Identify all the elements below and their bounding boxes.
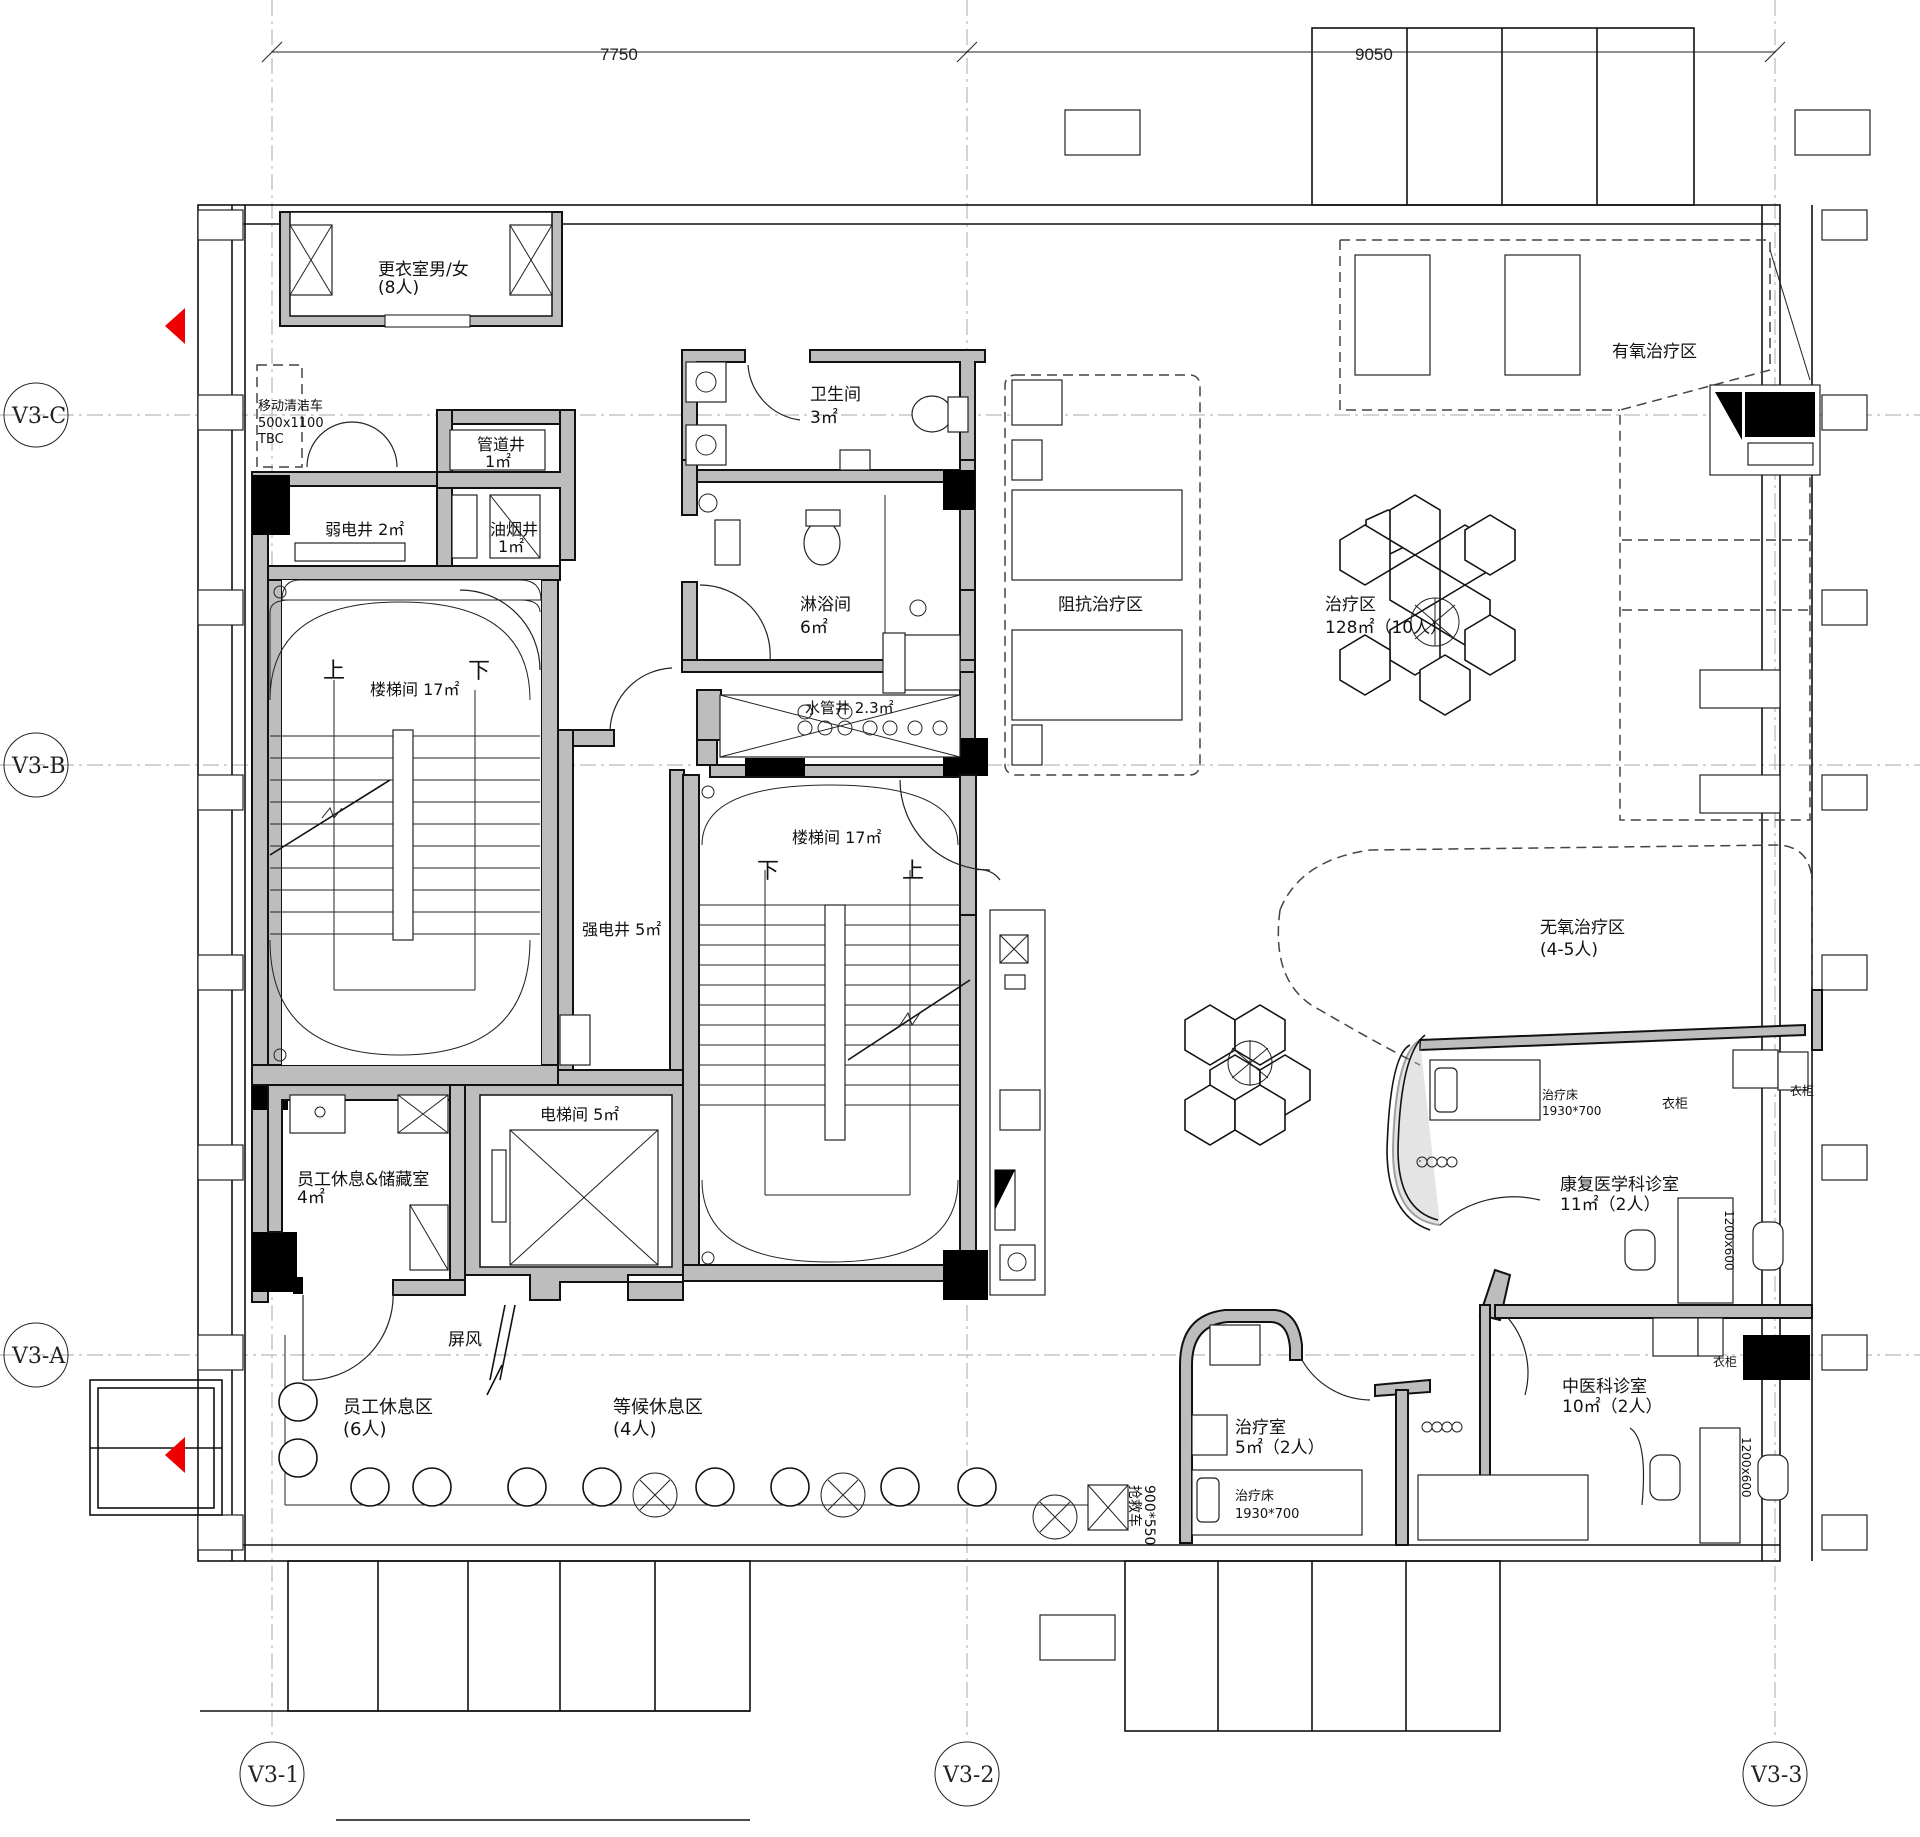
rehab-area: 11㎡（2人） bbox=[1560, 1195, 1660, 1215]
cleaning-cart: 移动清洁车 500x1100 TBC bbox=[256, 364, 398, 468]
wc-name: 卫生间 bbox=[810, 385, 861, 405]
tcm-area: 10㎡（2人） bbox=[1562, 1397, 1662, 1417]
waiting-capacity: (4人) bbox=[613, 1419, 657, 1440]
cart-label-3: TBC bbox=[257, 432, 284, 447]
aerobic-name: 有氧治疗区 bbox=[1612, 342, 1697, 362]
axis-label-1: V3-1 bbox=[247, 1763, 299, 1788]
anaerobic-capacity: (4-5人) bbox=[1540, 940, 1598, 960]
rescue-cart-name: 抢救车 bbox=[1126, 1485, 1143, 1527]
weak-shaft-name: 弱电井 2㎡ bbox=[325, 520, 404, 539]
elevator-name: 电梯间 5㎡ bbox=[540, 1105, 619, 1124]
staff-room-area: 4㎡ bbox=[297, 1188, 325, 1208]
axis-label-3: V3-3 bbox=[1750, 1763, 1802, 1788]
rehab-cabinet-2: 衣柜 bbox=[1790, 1083, 1814, 1098]
waiting-area: 屏风 抢救车 900*550 员工休息区 (6人) 等候休息区 (4人) bbox=[278, 1304, 1157, 1545]
stair-right-name: 楼梯间 17㎡ bbox=[792, 828, 881, 847]
dimension-right: 9050 bbox=[1355, 45, 1393, 64]
stair-left-down: 下 bbox=[468, 659, 490, 684]
treatment-zone-name: 治疗区 bbox=[1325, 595, 1376, 615]
rehab-name: 康复医学科诊室 bbox=[1560, 1175, 1679, 1195]
facade bbox=[89, 27, 1871, 1821]
counter bbox=[989, 909, 1046, 1296]
treatment-zone-area: 128㎡（10人） bbox=[1325, 618, 1447, 638]
treat-room-name: 治疗室 bbox=[1235, 1418, 1286, 1438]
screen-label: 屏风 bbox=[448, 1330, 482, 1350]
axis-label-2: V3-2 bbox=[942, 1763, 994, 1788]
pipe-shaft-area: 1㎡ bbox=[485, 452, 511, 471]
cart-label-2: 500x1100 bbox=[258, 416, 324, 431]
axis-label-b: V3-B bbox=[11, 754, 66, 779]
water-shaft-name: 水管井 2.3㎡ bbox=[805, 699, 894, 717]
rescue-cart-size: 900*550 bbox=[1141, 1485, 1157, 1545]
shower-name: 淋浴间 bbox=[800, 595, 851, 615]
elevator-room: 电梯间 5㎡ bbox=[464, 1084, 684, 1301]
core-upper-left: 管道井 1㎡ 弱电井 2㎡ 油烟井 1㎡ bbox=[251, 409, 615, 1303]
rehab-bed-label: 治疗床 bbox=[1542, 1088, 1578, 1102]
axis-label-a: V3-A bbox=[11, 1344, 66, 1369]
stair-left-name: 楼梯间 17㎡ bbox=[370, 680, 459, 699]
changing-room: 更衣室男/女 (8人) bbox=[279, 211, 563, 328]
wet-rooms: 卫生间 3㎡ 淋浴间 6㎡ 水管井 2.3㎡ bbox=[609, 349, 988, 778]
rehab-bed-size: 1930*700 bbox=[1542, 1104, 1601, 1118]
cart-label-1: 移动清洁车 bbox=[258, 398, 323, 414]
aerobic-zone: 有氧治疗区 bbox=[1339, 239, 1821, 821]
wc-area: 3㎡ bbox=[810, 408, 838, 428]
treat-bed-size: 1930*700 bbox=[1235, 1507, 1299, 1522]
dimension-line: 7750 9050 bbox=[261, 41, 1786, 64]
treatment-room: 治疗床 1930*700 治疗室 5㎡（2人） bbox=[1179, 1309, 1431, 1546]
pipe-shaft-name: 管道井 bbox=[477, 435, 525, 454]
treat-bed-label: 治疗床 bbox=[1235, 1489, 1274, 1504]
rehab-desk-size: 1200x600 bbox=[1722, 1210, 1736, 1271]
staff-room: 员工休息&储藏室 4㎡ bbox=[267, 1084, 466, 1381]
smoke-shaft-name: 油烟井 bbox=[490, 520, 538, 539]
waiting-name: 等候休息区 bbox=[613, 1397, 703, 1418]
stair-right-down: 下 bbox=[757, 859, 779, 884]
tcm-cabinet: 衣柜 bbox=[1713, 1354, 1737, 1369]
stair-left: 上 下 楼梯间 17㎡ bbox=[251, 579, 559, 1086]
rehab-cabinet-1: 衣柜 bbox=[1662, 1096, 1688, 1112]
dimension-left: 7750 bbox=[600, 45, 638, 64]
resistance-name: 阻抗治疗区 bbox=[1058, 595, 1143, 615]
tcm-name: 中医科诊室 bbox=[1562, 1377, 1647, 1397]
resistance-zone: 阻抗治疗区 bbox=[1004, 374, 1201, 776]
stair-right: 下 上 楼梯间 17㎡ bbox=[682, 774, 1001, 1300]
shower-area: 6㎡ bbox=[800, 618, 828, 638]
smoke-shaft-area: 1㎡ bbox=[498, 537, 524, 556]
tcm-desk-size: 1200x600 bbox=[1739, 1437, 1753, 1498]
staff-rest-name: 员工休息区 bbox=[343, 1397, 433, 1418]
staff-room-name: 员工休息&储藏室 bbox=[297, 1170, 429, 1190]
anaerobic-name: 无氧治疗区 bbox=[1540, 918, 1625, 938]
stair-left-up: 上 bbox=[323, 659, 345, 684]
clinic-rooms: 治疗床 1930*700 衣柜 1200x600 衣柜 康复医学科诊室 11㎡（… bbox=[1386, 989, 1823, 1544]
axis-bubbles: V3-C V3-B V3-A V3-1 V3-2 V3-3 bbox=[3, 382, 1808, 1807]
anaerobic-zone: 无氧治疗区 (4-5人) bbox=[1277, 844, 1813, 1066]
staff-rest-capacity: (6人) bbox=[343, 1419, 387, 1440]
changing-room-name: 更衣室男/女 bbox=[378, 260, 469, 280]
strong-shaft: 强电井 5㎡ bbox=[557, 729, 685, 1087]
changing-room-capacity: (8人) bbox=[378, 278, 419, 298]
axis-label-c: V3-C bbox=[11, 404, 66, 429]
treat-room-area: 5㎡（2人） bbox=[1235, 1438, 1325, 1458]
strong-shaft-name: 强电井 5㎡ bbox=[582, 920, 661, 939]
stair-right-up: 上 bbox=[902, 859, 924, 884]
treatment-zone: 治疗区 128㎡（10人） bbox=[1184, 494, 1516, 1146]
